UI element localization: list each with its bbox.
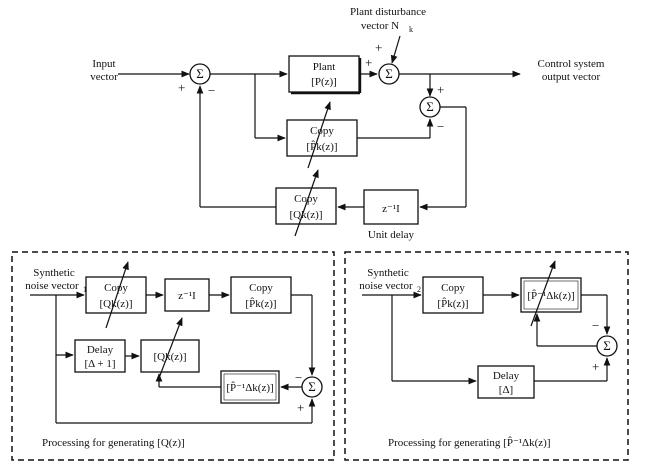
sum1-plus-sign: +: [178, 80, 185, 95]
input-vector-label-1: Input: [92, 58, 115, 70]
disturbance-sub: k: [409, 25, 413, 34]
svg-text:Copy: Copy: [294, 193, 318, 205]
svg-text:Σ: Σ: [603, 338, 611, 353]
summing-junction-2: Σ: [378, 63, 400, 85]
copy-p-hat-block-lower: Copy [P̂k(z)]: [230, 276, 292, 314]
processing-p-label: Processing for generating [P̂⁻¹Δk(z)]: [388, 436, 551, 449]
processing-q-label: Processing for generating [Q(z)]: [42, 437, 185, 449]
copyq-update-arrow: [294, 169, 319, 237]
svg-text:Copy: Copy: [310, 125, 334, 137]
svg-text:Copy: Copy: [441, 282, 465, 294]
svg-text:[Δ]: [Δ]: [499, 384, 513, 396]
summing-junction-4: Σ: [301, 376, 323, 398]
q-adapt-arrow: [158, 317, 183, 379]
plant-title: Plant: [313, 61, 336, 73]
copy-p-hat-block-right: Copy [P̂k(z)]: [422, 276, 484, 314]
synthetic-noise-2-label-a: Synthetic: [367, 267, 409, 279]
svg-text:z⁻¹I: z⁻¹I: [382, 203, 400, 215]
copyp-update-arrow: [307, 101, 331, 169]
summing-junction-1: Σ: [189, 63, 211, 85]
svg-text:[Qk(z)]: [Qk(z)]: [154, 351, 187, 363]
sum4-plus-sign: +: [297, 400, 304, 415]
copy-q-block-lower: Copy [Qk(z)]: [85, 276, 147, 314]
svg-text:Delay: Delay: [493, 370, 520, 382]
delay-delta-block: Delay [Δ]: [477, 365, 535, 399]
input-vector-label-2: vector: [90, 71, 118, 83]
sum4-minus-sign: −: [295, 370, 302, 385]
plant-block: Plant [P(z)]: [288, 55, 362, 95]
svg-text:Copy: Copy: [104, 282, 128, 294]
svg-text:Delay: Delay: [87, 344, 114, 356]
unit-delay-block: z⁻¹I: [363, 189, 419, 225]
svg-text:Σ: Σ: [196, 66, 204, 81]
z-inverse-block-lower: z⁻¹I: [164, 278, 210, 312]
svg-text:Σ: Σ: [426, 99, 434, 114]
sum2-plus-left: +: [365, 55, 372, 70]
svg-text:z⁻¹I: z⁻¹I: [178, 290, 196, 302]
plant-tf: [P(z)]: [311, 76, 337, 88]
output-label-2: output vector: [542, 71, 601, 83]
synthetic-noise-2-label-b: noise vector: [359, 280, 413, 292]
unit-delay-label: Unit delay: [368, 229, 415, 241]
disturbance-label-1: Plant disturbance: [350, 6, 426, 18]
processing-p-panel: [344, 251, 629, 461]
svg-text:[P̂k(z)]: [P̂k(z)]: [306, 140, 337, 153]
summing-junction-3: Σ: [419, 96, 441, 118]
output-label-1: Control system: [538, 58, 605, 70]
svg-text:[Qk(z)]: [Qk(z)]: [100, 298, 133, 310]
svg-text:[Δ + 1]: [Δ + 1]: [85, 358, 116, 370]
svg-text:[P̂⁻¹Δk(z)]: [P̂⁻¹Δk(z)]: [527, 289, 574, 302]
disturbance-arrow: [390, 35, 401, 64]
svg-text:[Qk(z)]: [Qk(z)]: [290, 209, 323, 221]
processing-q-panel: [11, 251, 335, 461]
synthetic-noise-1-label-b: noise vector: [25, 280, 79, 292]
copy-q-block-top: Copy [Qk(z)]: [275, 187, 337, 225]
synthetic-noise-1-sub: 1: [83, 285, 87, 294]
sum5-minus-sign: −: [592, 318, 599, 333]
svg-text:Σ: Σ: [385, 66, 393, 81]
disturbance-label-2: vector N: [361, 20, 399, 32]
svg-text:[P̂k(z)]: [P̂k(z)]: [245, 297, 276, 310]
synthetic-noise-2-sub: 2: [417, 285, 421, 294]
sum5-plus-sign: +: [592, 359, 599, 374]
p-inverse-block-lower-left: [P̂⁻¹Δk(z)]: [220, 370, 280, 404]
sum3-minus-sign: −: [437, 119, 444, 134]
svg-text:[P̂k(z)]: [P̂k(z)]: [437, 297, 468, 310]
sum1-minus-sign: −: [208, 83, 215, 98]
svg-text:Σ: Σ: [308, 379, 316, 394]
delay-delta-plus-one-block: Delay [Δ + 1]: [74, 339, 126, 373]
sum2-plus-top: +: [375, 40, 382, 55]
copyq-lower-update-arrow: [105, 261, 129, 329]
q-adaptive-block: [Qk(z)]: [140, 339, 200, 373]
svg-text:[P̂⁻¹Δk(z)]: [P̂⁻¹Δk(z)]: [226, 381, 273, 394]
synthetic-noise-1-label-a: Synthetic: [33, 267, 75, 279]
summing-junction-5: Σ: [596, 335, 618, 357]
sum3-plus-sign: +: [437, 82, 444, 97]
svg-text:Copy: Copy: [249, 282, 273, 294]
p-inverse-block-right: [P̂⁻¹Δk(z)]: [520, 277, 582, 313]
